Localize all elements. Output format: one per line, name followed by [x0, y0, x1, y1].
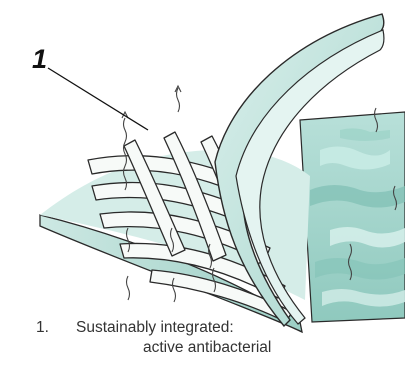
- legend-item-line1: Sustainably integrated:: [76, 318, 234, 338]
- legend-item-line2: active antibacterial: [36, 338, 306, 358]
- right-fabric-panel: [300, 112, 405, 322]
- callout-number: 1: [32, 46, 47, 73]
- legend-item-number: 1.: [36, 318, 76, 338]
- legend-item: 1. Sustainably integrated:: [36, 318, 306, 338]
- callout-leader-line: [48, 68, 148, 130]
- legend: 1. Sustainably integrated: active antiba…: [36, 318, 306, 358]
